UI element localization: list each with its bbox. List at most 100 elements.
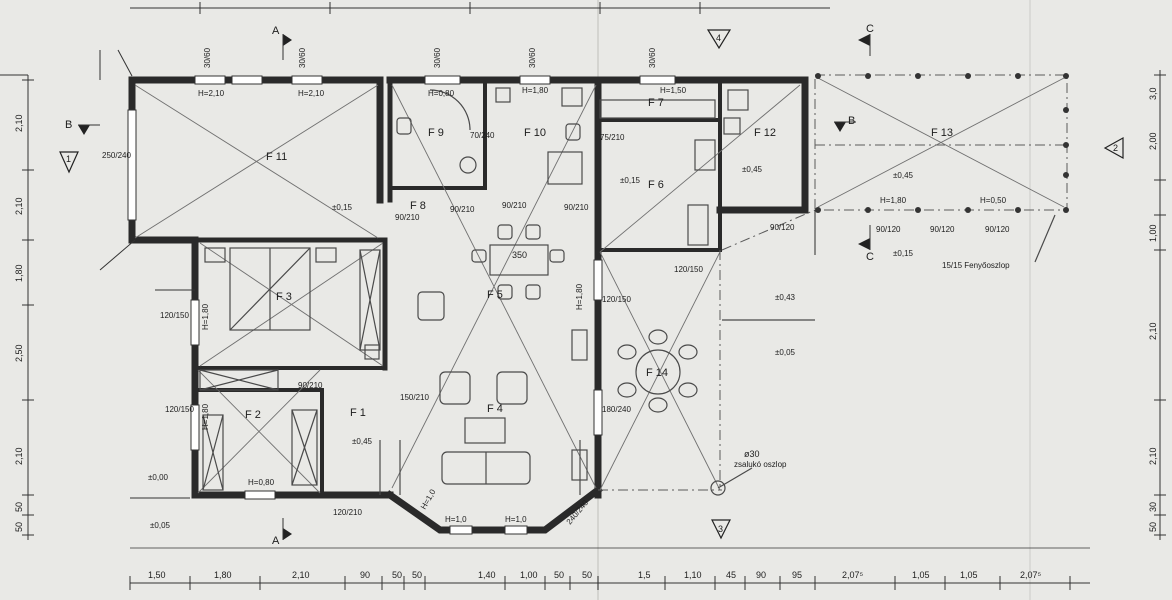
room-label-f1: F 1 (350, 407, 366, 419)
floor-level: ±0,15 (332, 203, 353, 212)
opening-size: 180/240 (602, 405, 631, 414)
window-size: 30/60 (648, 47, 657, 68)
dimension-right: 50 (1148, 522, 1158, 532)
dimension-bottom: 50 (392, 570, 402, 580)
opening-size: 90/120 (876, 225, 901, 234)
window-height: H=1,80 (880, 196, 907, 205)
section-b-right: B (848, 115, 855, 127)
floor-level: ±0,00 (148, 473, 169, 482)
furniture (199, 87, 749, 496)
pergola-note: 15/15 Fenyőoszlop (942, 261, 1010, 270)
room-label-f13: F 13 (931, 127, 953, 139)
room-label-f8: F 8 (410, 200, 426, 212)
dining-table (489, 244, 549, 276)
window-size: 30/60 (528, 47, 537, 68)
dimension-bottom: 1,80 (214, 570, 232, 580)
view-marks: 1 2 3 4 (59, 29, 1124, 540)
window-size: 30/60 (203, 47, 212, 68)
window-markers (127, 75, 676, 535)
dimension-right: 2,10 (1148, 447, 1158, 465)
floor-level: ±0,45 (352, 437, 373, 446)
section-a-top: A (272, 25, 280, 37)
opening-size: 70/240 (470, 131, 495, 140)
opening-size: 250/240 (102, 151, 131, 160)
dimension-bottom: 50 (412, 570, 422, 580)
bottom-dimension-ticks (129, 576, 1071, 590)
pergola-leader (1034, 214, 1056, 263)
opening-size: 90/210 (450, 205, 475, 214)
dimension-bottom: 2,10 (292, 570, 310, 580)
dimension-bottom: 90 (756, 570, 766, 580)
opening-size: 90/210 (564, 203, 589, 212)
opening-size: 120/150 (602, 295, 631, 304)
view-mark-4: 4 (716, 33, 721, 43)
column-leader (717, 467, 753, 489)
dimension-bottom: 50 (582, 570, 592, 580)
right-dimension-chain: 3,0 2,00 1,00 2,10 2,10 30 50 (1148, 70, 1166, 540)
floor-level: ±0,05 (775, 348, 796, 357)
opening-size: 90/120 (985, 225, 1010, 234)
window-size: 30/60 (433, 47, 442, 68)
bay-front (379, 440, 581, 495)
opening-size: 90/210 (298, 381, 323, 390)
dimension-right: 1,00 (1148, 224, 1158, 242)
terrace-outlines (598, 74, 1068, 491)
section-a-bottom: A (272, 535, 280, 547)
interior-walls (192, 77, 722, 497)
opening-size: 90/120 (770, 223, 795, 232)
opening-size: 90/120 (930, 225, 955, 234)
dimension-left: 2,10 (14, 197, 24, 215)
room-label-f3: F 3 (276, 291, 292, 303)
round-table (635, 349, 681, 395)
view-mark-1: 1 (66, 154, 71, 164)
room-label-f11: F 11 (266, 151, 287, 163)
dimension-right: 2,10 (1148, 322, 1158, 340)
dimension-left: 50 (14, 502, 24, 512)
dimension-bottom: 90 (360, 570, 370, 580)
dimension-bottom: 2,07⁵ (842, 570, 864, 580)
dimension-bottom: 1,10 (684, 570, 702, 580)
left-dimension-chain: 2,10 2,10 1,80 2,50 2,10 50 50 (14, 75, 34, 540)
column-label: ø30 (744, 449, 760, 459)
floor-level: ±0,45 (742, 165, 763, 174)
level-labels: ±0,15 ±0,45 ±0,45 ±0,43 ±0,05 ±0,45 ±0,1… (148, 165, 914, 530)
pergola-posts (815, 73, 1069, 213)
room-label-f9: F 9 (428, 127, 444, 139)
window-height: H=1,80 (201, 303, 210, 330)
opening-size: 90/210 (395, 213, 420, 222)
axis-marks (0, 49, 195, 499)
dimension-bottom: 95 (792, 570, 802, 580)
section-b-left: B (65, 119, 72, 131)
window-height: H=2,10 (198, 89, 225, 98)
dimension-right: 3,0 (1148, 87, 1158, 100)
bottom-dimension-chain: 1,50 1,80 2,10 90 50 50 1,40 1,00 50 50 … (130, 547, 1090, 584)
dimension-left: 2,10 (14, 114, 24, 132)
window-height: H=1,80 (575, 283, 584, 310)
table-size: 350 (512, 250, 527, 260)
floor-level: ±0,43 (775, 293, 796, 302)
room-diagonals (134, 84, 801, 494)
room-label-f14: F 14 (646, 367, 668, 379)
section-c-top: C (866, 23, 874, 35)
floor-level: ±0,15 (893, 249, 914, 258)
room-label-f5: F 5 (487, 289, 503, 301)
window-labels: 30/60 30/60 30/60 30/60 30/60 H=2,10 H=2… (198, 47, 1007, 524)
view-mark-3: 3 (718, 524, 723, 534)
window-height: H=1,80 (522, 86, 549, 95)
dimension-bottom: 1,40 (478, 570, 496, 580)
window-height: H=2,10 (298, 89, 325, 98)
window-size: 30/60 (298, 47, 307, 68)
window-height: H=0,50 (980, 196, 1007, 205)
opening-size: 75/210 (600, 133, 625, 142)
window-height: H=0,80 (248, 478, 275, 487)
view-mark-2: 2 (1113, 143, 1118, 153)
dimension-left: 2,10 (14, 447, 24, 465)
room-label-f10: F 10 (524, 127, 546, 139)
floor-level: ±0,05 (150, 521, 171, 530)
dimension-bottom: 1,50 (148, 570, 166, 580)
section-marks: A A B B C C (65, 23, 874, 547)
room-label-f7: F 7 (648, 97, 664, 109)
dimension-left: 50 (14, 522, 24, 532)
room-label-f2: F 2 (245, 409, 261, 421)
